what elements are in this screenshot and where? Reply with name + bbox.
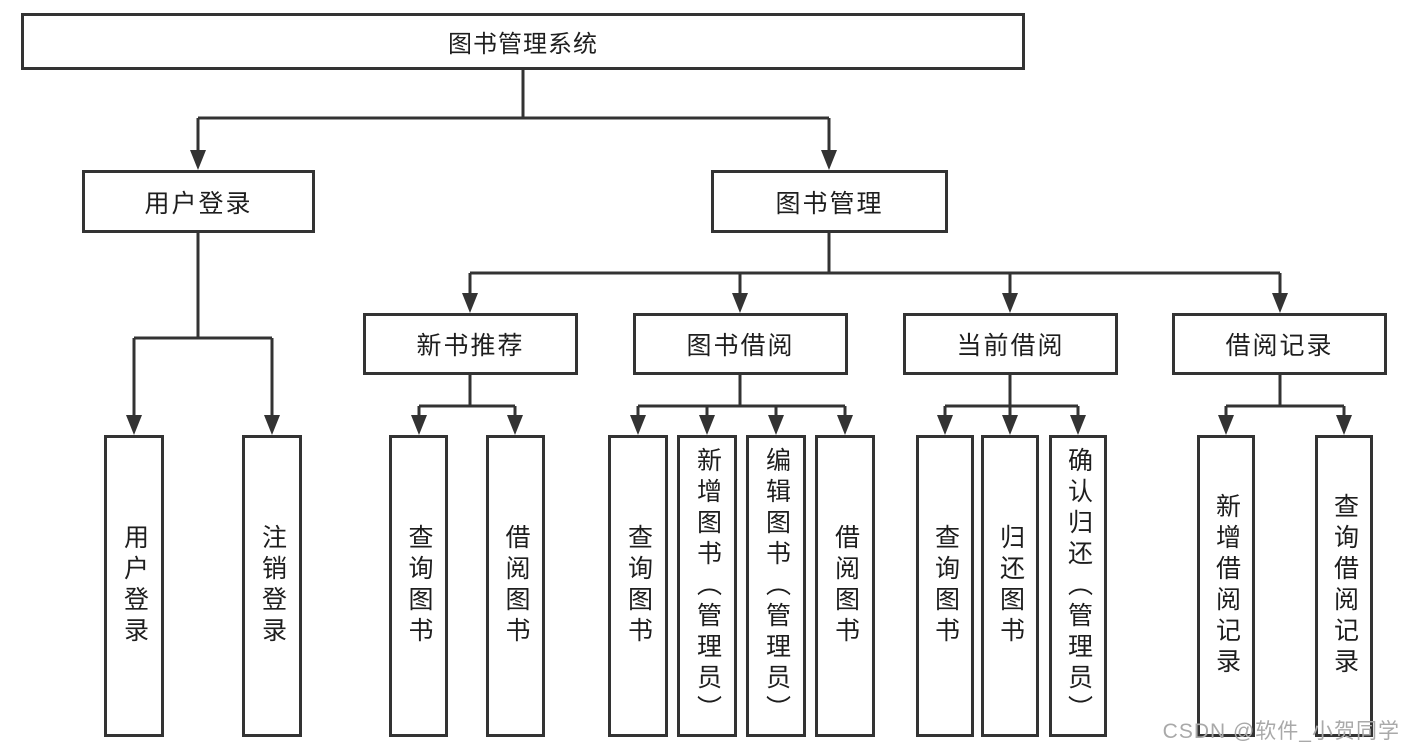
node-user-login: 用户登录	[82, 170, 315, 233]
node-borrow-records: 借阅记录	[1172, 313, 1387, 375]
leaf-user-login-label: 用户登录	[120, 524, 149, 648]
leaf-query-borrow-record-label: 查询借阅记录	[1330, 493, 1359, 679]
node-system-root-label: 图书管理系统	[448, 31, 598, 58]
leaf-add-book-admin: 新增图书（管理员）	[677, 435, 737, 737]
node-user-login-label: 用户登录	[144, 189, 253, 218]
leaf-confirm-return-admin: 确认归还（管理员）	[1049, 435, 1107, 737]
leaf-return-books: 归还图书	[981, 435, 1039, 737]
node-borrow-records-label: 借阅记录	[1225, 332, 1334, 360]
node-current-borrowing-label: 当前借阅	[956, 332, 1065, 360]
leaf-edit-book-admin-label: 编辑图书（管理员）	[762, 446, 791, 726]
node-new-book-recommend-label: 新书推荐	[416, 332, 525, 360]
leaf-add-borrow-record-label: 新增借阅记录	[1212, 493, 1241, 679]
node-book-management: 图书管理	[711, 170, 948, 233]
connector-current-to-leaves	[943, 375, 1080, 416]
node-book-borrowing: 图书借阅	[633, 313, 848, 375]
connector-root-to-level2	[196, 70, 831, 151]
leaf-query-books-recommend: 查询图书	[389, 435, 448, 737]
csdn-watermark: CSDN @软件_小贺同学	[1162, 720, 1400, 743]
leaf-query-books-recommend-label: 查询图书	[405, 524, 433, 648]
connector-newbook-to-leaves	[417, 375, 517, 416]
node-current-borrowing: 当前借阅	[903, 313, 1118, 375]
connector-borrowing-to-leaves	[636, 375, 847, 416]
leaf-borrow-books-recommend: 借阅图书	[486, 435, 545, 737]
connector-bookmgmt-to-level3	[468, 233, 1282, 295]
leaf-logout-label: 注销登录	[258, 524, 287, 648]
leaf-user-login: 用户登录	[104, 435, 164, 737]
node-new-book-recommend: 新书推荐	[363, 313, 578, 375]
leaf-borrow-books-recommend-label: 借阅图书	[502, 524, 530, 648]
leaf-query-borrow-record: 查询借阅记录	[1315, 435, 1373, 737]
leaf-borrow-books-label: 借阅图书	[831, 524, 860, 648]
leaf-borrow-books: 借阅图书	[815, 435, 875, 737]
connector-records-to-leaves	[1224, 375, 1346, 416]
connector-userlogin-to-leaves	[132, 233, 274, 416]
leaf-query-books-current-label: 查询图书	[931, 524, 960, 648]
leaf-return-books-label: 归还图书	[996, 524, 1025, 648]
leaf-logout: 注销登录	[242, 435, 302, 737]
leaf-query-books-current: 查询图书	[916, 435, 974, 737]
leaf-edit-book-admin: 编辑图书（管理员）	[746, 435, 806, 737]
node-book-management-label: 图书管理	[775, 189, 884, 218]
leaf-query-books-borrowing-label: 查询图书	[624, 524, 653, 648]
node-system-root: 图书管理系统	[21, 13, 1025, 70]
leaf-add-borrow-record: 新增借阅记录	[1197, 435, 1255, 737]
leaf-confirm-return-admin-label: 确认归还（管理员）	[1064, 446, 1093, 726]
leaf-add-book-admin-label: 新增图书（管理员）	[693, 446, 722, 726]
node-book-borrowing-label: 图书借阅	[686, 332, 795, 360]
leaf-query-books-borrowing: 查询图书	[608, 435, 668, 737]
